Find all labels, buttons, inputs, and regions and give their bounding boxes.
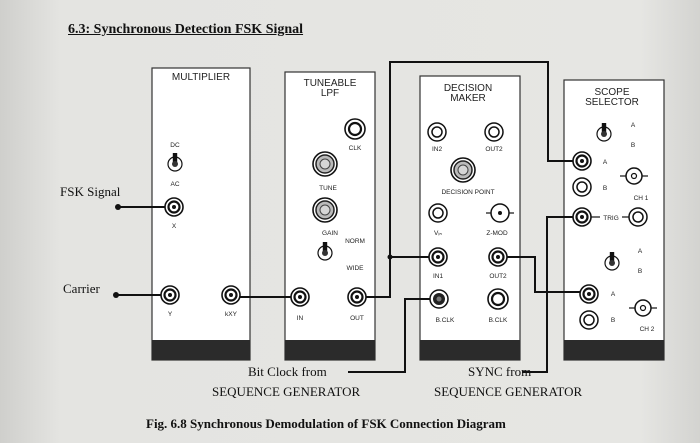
lpf-title-line2: LPF	[321, 88, 339, 99]
sync-label-line1: SYNC from	[468, 364, 531, 379]
ac-label: AC	[170, 181, 179, 188]
decision-maker-module: DECISION MAKER IN2 OUT2 DECISION POINT V…	[419, 75, 521, 361]
scope-a1-label: A	[631, 122, 636, 129]
lpf-in-socket[interactable]	[289, 286, 311, 308]
dm-bclk-right-socket[interactable]	[486, 287, 510, 311]
multiplier-module: MULTIPLIER DC AC X Y kXY	[151, 67, 251, 361]
dm-bclk-left-socket[interactable]	[429, 289, 449, 309]
lpf-out-to-scope-ch1-wire	[389, 61, 573, 257]
lpf-title-line1: TUNEABLE	[304, 78, 357, 89]
scope-ch1-label: CH 1	[634, 195, 649, 202]
dm-in1-socket[interactable]	[427, 246, 449, 268]
scope-trig-label: TRIG	[603, 215, 619, 222]
gain-label: GAIN	[322, 230, 338, 237]
dm-out2-label: OUT2	[489, 273, 507, 280]
scope-ch2-b-socket[interactable]	[579, 310, 599, 330]
norm-label: NORM	[345, 238, 365, 245]
dc-label: DC	[170, 142, 180, 149]
wide-label: WIDE	[347, 265, 365, 272]
scope-ch2-label: CH 2	[640, 326, 655, 333]
tune-knob[interactable]	[312, 151, 338, 177]
scope-b1-label: B	[631, 142, 635, 149]
multiplier-kxy-socket[interactable]	[220, 284, 242, 306]
sync-label-line2: SEQUENCE GENERATOR	[434, 384, 583, 399]
bit-clock-wire	[348, 298, 430, 373]
dm-title-line1: DECISION	[444, 83, 492, 94]
dm-in2-label: IN2	[432, 146, 443, 153]
dm-out2-top-label: OUT2	[485, 146, 503, 153]
dm-vin-label: Vᵢₙ	[434, 230, 442, 237]
x-label: X	[172, 223, 177, 230]
dm-title-line2: MAKER	[450, 93, 486, 104]
section-heading: 6.3: Synchronous Detection FSK Signal	[68, 22, 304, 37]
out2-to-scope-ch2-wire	[507, 256, 580, 293]
lpf-out-to-in1-wire	[366, 256, 429, 298]
lpf-out-socket[interactable]	[346, 286, 368, 308]
dm-out2-top-socket[interactable]	[484, 122, 504, 142]
scope-ch2-a-socket[interactable]	[578, 283, 600, 305]
scope-a2-label: A	[603, 159, 608, 166]
scope-trig-output-socket[interactable]	[628, 207, 648, 227]
scope-ch1-output-socket[interactable]	[620, 167, 648, 185]
tuneable-lpf-module: TUNEABLE LPF CLK TUNE GAIN NORM WIDE IN …	[284, 71, 376, 361]
lpf-in-label: IN	[297, 315, 304, 322]
clk-label: CLK	[349, 145, 362, 152]
scope-title-line2: SELECTOR	[585, 97, 639, 108]
kxy-label: kXY	[225, 311, 238, 318]
dm-zmod-label: Z-MOD	[486, 230, 508, 237]
scope-title-line1: SCOPE	[594, 87, 629, 98]
multiplier-y-socket[interactable]	[159, 284, 181, 306]
scope-ch1-a-socket[interactable]	[571, 150, 593, 172]
scope-b4-label: B	[611, 317, 615, 324]
lpf-clk-socket[interactable]	[343, 117, 367, 141]
tune-label: TUNE	[319, 185, 337, 192]
carrier-label: Carrier	[63, 281, 100, 296]
dm-in2-socket[interactable]	[427, 122, 447, 142]
scope-ch1-b-socket[interactable]	[572, 177, 592, 197]
gain-knob[interactable]	[312, 197, 338, 223]
multiplier-x-socket[interactable]	[163, 196, 185, 218]
dm-zmod-socket[interactable]	[486, 203, 514, 223]
dm-in1-label: IN1	[433, 273, 444, 280]
dm-bclk-right-label: B.CLK	[489, 317, 508, 324]
scope-a4-label: A	[611, 291, 616, 298]
y-label: Y	[168, 311, 173, 318]
scope-ch2-output-socket[interactable]	[629, 299, 657, 317]
decision-point-label: DECISION POINT	[441, 189, 494, 196]
fsk-signal-label: FSK Signal	[60, 184, 121, 199]
dm-vin-socket[interactable]	[428, 203, 448, 223]
sync-to-trig-wire	[522, 216, 573, 373]
bit-clock-label-line2: SEQUENCE GENERATOR	[212, 384, 361, 399]
figure-caption: Fig. 6.8 Synchronous Demodulation of FSK…	[146, 416, 506, 431]
scope-b2-label: B	[603, 185, 607, 192]
multiplier-title: MULTIPLIER	[172, 72, 230, 83]
decision-point-knob[interactable]	[450, 157, 476, 183]
dm-bclk-left-label: B.CLK	[436, 317, 455, 324]
lpf-out-label: OUT	[350, 315, 364, 322]
scope-selector-module: SCOPE SELECTOR A B A B CH 1 TRIG A B	[563, 79, 665, 361]
patch-wires	[113, 61, 580, 373]
dm-out2-socket[interactable]	[487, 246, 509, 268]
scope-trig-socket[interactable]	[571, 206, 593, 228]
scope-b3-label: B	[638, 268, 642, 275]
bit-clock-label-line1: Bit Clock from	[248, 364, 327, 379]
scope-a3-label: A	[638, 248, 643, 255]
